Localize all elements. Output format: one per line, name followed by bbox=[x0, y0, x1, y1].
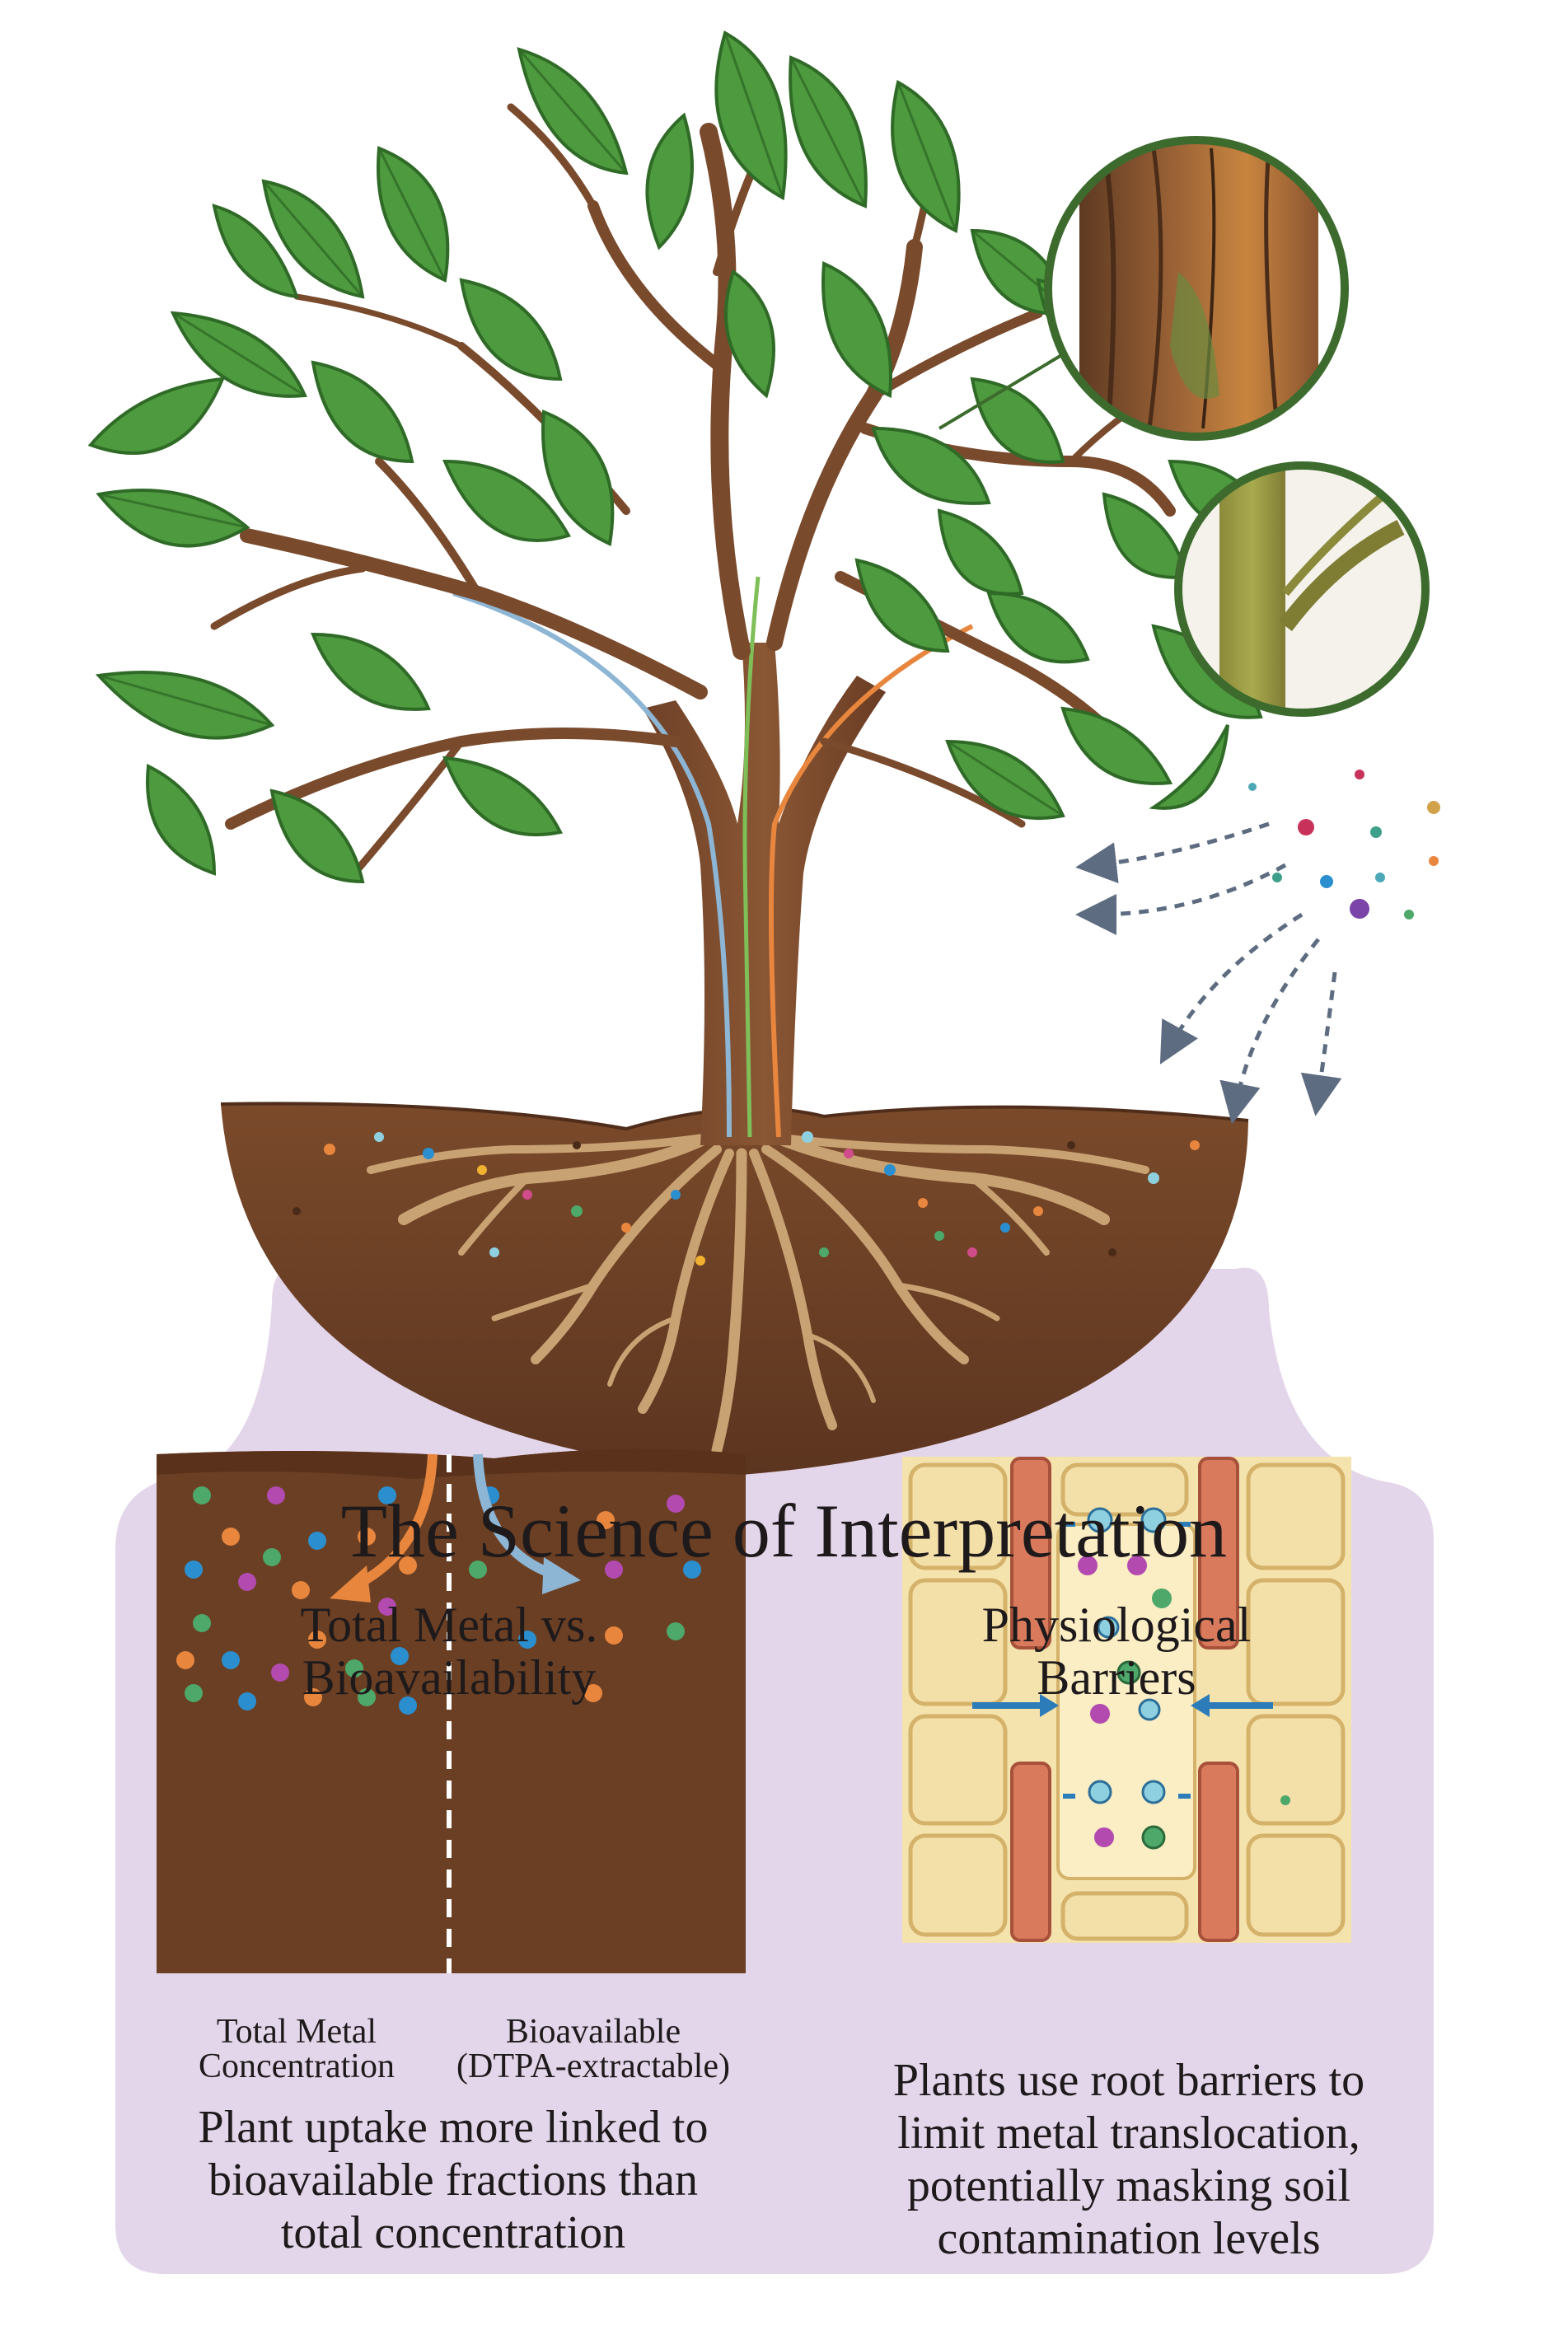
label-total-line-1: Total Metal bbox=[216, 2013, 377, 2051]
label-bio-line-2: (DTPA-extractable) bbox=[456, 2047, 730, 2085]
soil-metal-particles bbox=[293, 1120, 1200, 1266]
roots bbox=[367, 1131, 1149, 1456]
left-heading: Total Metal vs. Bioavailability bbox=[210, 1598, 688, 1704]
label-total-line-2: Concentration bbox=[199, 2047, 395, 2085]
left-desc-line-3: total concentration bbox=[280, 2207, 626, 2258]
label-bio-line-1: Bioavailable bbox=[505, 2013, 681, 2051]
label-bioavailable: Bioavailable (DTPA-extractable) bbox=[412, 2014, 775, 2084]
right-description: Plants use root barriers to limit metal … bbox=[807, 2054, 1450, 2265]
soil-inset bbox=[157, 1448, 746, 1973]
page-title: The Science of Interpretation bbox=[340, 1489, 1228, 1573]
right-desc-line-2: limit metal translocation, bbox=[897, 2108, 1360, 2159]
left-desc-line-2: bioavailable fractions than bbox=[208, 2155, 698, 2206]
deposition-arrows bbox=[1075, 821, 1342, 1125]
right-heading-line-2: Barriers bbox=[1037, 1650, 1196, 1705]
atmospheric-particles bbox=[1248, 770, 1440, 919]
label-total-metal: Total Metal Concentration bbox=[157, 2014, 437, 2084]
right-heading: Physiological Barriers bbox=[878, 1598, 1355, 1704]
right-desc-line-1: Plants use root barriers to bbox=[892, 2055, 1365, 2106]
root-cells-inset bbox=[902, 1457, 1351, 1943]
left-heading-line-1: Total Metal vs. bbox=[300, 1598, 598, 1652]
left-desc-line-1: Plant uptake more linked to bbox=[198, 2102, 709, 2153]
trunk bbox=[643, 643, 886, 1145]
left-description: Plant uptake more linked to bioavailable… bbox=[107, 2101, 799, 2259]
bark-magnifier bbox=[1044, 136, 1349, 441]
stem-magnifier bbox=[1174, 461, 1430, 717]
right-desc-line-3: potentially masking soil bbox=[906, 2160, 1351, 2211]
right-desc-line-4: contamination levels bbox=[937, 2213, 1321, 2264]
right-heading-line-1: Physiological bbox=[981, 1598, 1252, 1652]
left-heading-line-2: Bioavailability bbox=[302, 1650, 597, 1705]
